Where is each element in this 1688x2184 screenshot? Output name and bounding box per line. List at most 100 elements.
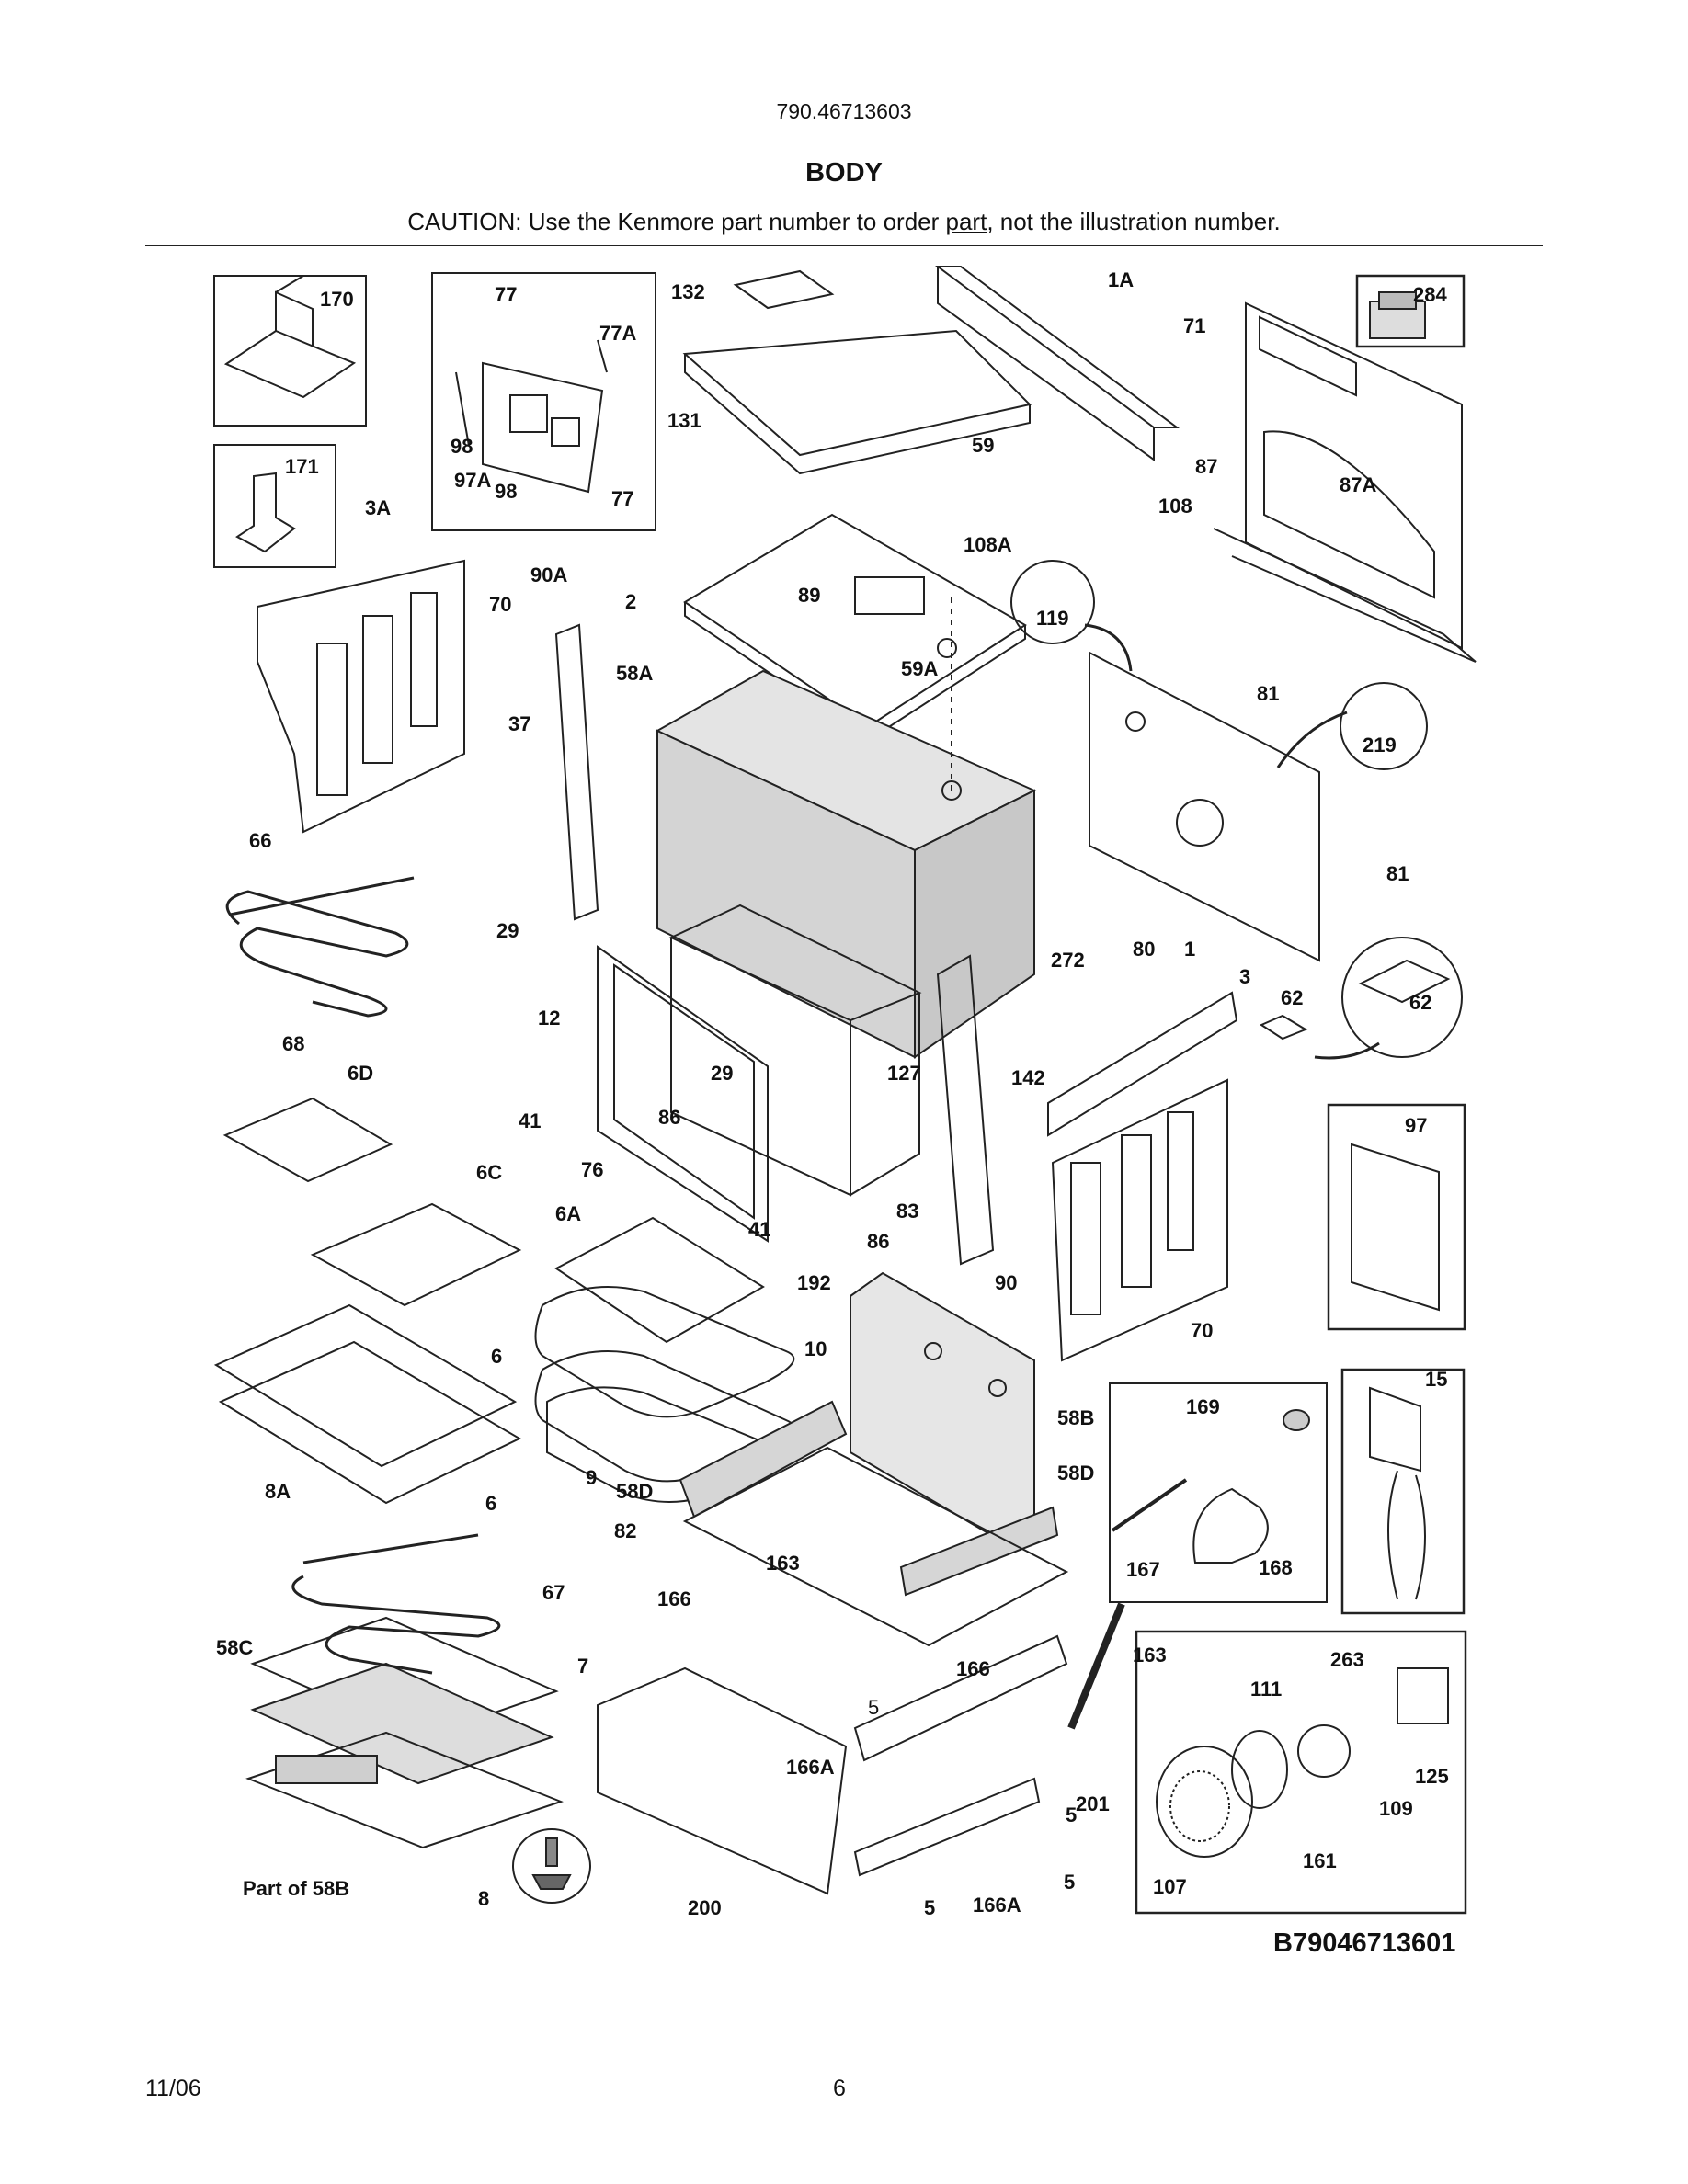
callout-label-167: 167 xyxy=(1126,1558,1160,1581)
callout-label-15: 15 xyxy=(1425,1368,1447,1391)
header-rule xyxy=(145,245,1543,246)
callout-label-163: 163 xyxy=(766,1552,800,1575)
callout-label-272: 272 xyxy=(1051,949,1085,972)
inset-box-284 xyxy=(1355,274,1466,348)
rear-wall-shape xyxy=(1213,301,1477,663)
callout-label-6: 6 xyxy=(491,1345,502,1368)
inset-box-fan xyxy=(1135,1630,1467,1915)
top-frame-shape xyxy=(682,269,1032,475)
rear-rail-shape xyxy=(934,266,1180,461)
callout-label-8a: 8A xyxy=(265,1480,291,1503)
callout-label-97a: 97A xyxy=(454,469,491,492)
callout-label-132: 132 xyxy=(671,280,705,303)
callout-label-169: 169 xyxy=(1186,1395,1220,1418)
callout-label-part-of-58b: Part of 58B xyxy=(243,1877,349,1900)
callout-label-86: 86 xyxy=(867,1230,889,1253)
oven-liner-shape xyxy=(655,597,1037,1059)
inset-box-97 xyxy=(1327,1103,1466,1331)
caution-note: CAUTION: Use the Kenmore part number to … xyxy=(0,208,1688,236)
footer-date: 11/06 xyxy=(145,2076,201,2101)
callout-label-3: 3 xyxy=(1239,965,1250,988)
callout-label-41: 41 xyxy=(748,1218,770,1241)
rear-heat-shield-shape xyxy=(1089,651,1320,962)
callout-label-166a: 166A xyxy=(973,1894,1021,1917)
callout-label-59: 59 xyxy=(972,434,994,457)
callout-label-29: 29 xyxy=(496,919,519,942)
sensor-119-circle xyxy=(1010,560,1095,644)
callout-label-68: 68 xyxy=(282,1032,304,1055)
control-board-shape xyxy=(455,339,608,494)
rack-6-shape xyxy=(213,1303,522,1505)
leveling-leg-shape xyxy=(512,1828,591,1904)
callout-label-166: 166 xyxy=(657,1587,691,1610)
bracket-170-shape xyxy=(223,275,357,399)
callout-label-71: 71 xyxy=(1183,314,1205,337)
model-number: 790.46713603 xyxy=(776,99,912,123)
arrow-219 xyxy=(1276,711,1348,768)
callout-label-98: 98 xyxy=(495,480,517,503)
drawing-code: B79046713601 xyxy=(1273,1928,1456,1958)
callout-label-8: 8 xyxy=(478,1887,489,1910)
arrow-119 xyxy=(1084,623,1133,672)
page-number: 6 xyxy=(833,2076,846,2101)
sensor-219-circle xyxy=(1340,682,1428,770)
bake-element-8a-shape xyxy=(291,1533,501,1675)
callout-label-9: 9 xyxy=(586,1466,597,1489)
callout-label-7: 7 xyxy=(577,1655,588,1678)
right-side-panel-shape xyxy=(1047,991,1238,1362)
callout-label-67: 67 xyxy=(542,1581,565,1604)
callout-label-58a: 58A xyxy=(616,662,653,685)
callout-label-90: 90 xyxy=(995,1271,1017,1294)
callout-label-70: 70 xyxy=(1191,1319,1213,1342)
callout-label-77: 77 xyxy=(611,487,633,510)
callout-label-219: 219 xyxy=(1363,734,1397,756)
callout-label-81: 81 xyxy=(1257,682,1279,705)
callout-label-125: 125 xyxy=(1415,1765,1449,1788)
callout-label-119: 119 xyxy=(1036,607,1069,630)
callout-label-90a: 90A xyxy=(530,563,567,586)
callout-label-3a: 3A xyxy=(365,496,391,519)
inset-box-15 xyxy=(1340,1368,1466,1615)
callout-label-86: 86 xyxy=(658,1106,680,1129)
callout-label-200: 200 xyxy=(688,1896,722,1919)
callout-label-58d: 58D xyxy=(1057,1462,1094,1484)
deflector-62-shape xyxy=(1259,937,1463,1058)
callout-label-83: 83 xyxy=(896,1200,918,1223)
caution-suffix: , not the illustration number. xyxy=(987,208,1281,235)
callout-label-87a: 87A xyxy=(1340,473,1376,496)
inset-box-171 xyxy=(213,444,336,568)
rack-6a-shape xyxy=(554,1216,765,1344)
strip-90a-shape xyxy=(554,623,599,921)
callout-label-5: 5 xyxy=(1064,1871,1075,1894)
transformer-284-shape xyxy=(1369,291,1426,339)
callout-label-87: 87 xyxy=(1195,455,1217,478)
fan-housing-shape xyxy=(1156,1667,1449,1858)
callout-label-58c: 58C xyxy=(216,1636,253,1659)
callout-label-12: 12 xyxy=(538,1007,560,1029)
callout-label-109: 109 xyxy=(1379,1797,1413,1820)
callout-label-192: 192 xyxy=(797,1271,831,1294)
pointer-sensor xyxy=(1067,1602,1125,1730)
callout-label-170: 170 xyxy=(320,288,354,311)
callout-label-263: 263 xyxy=(1330,1648,1364,1671)
callout-label-6d: 6D xyxy=(348,1062,373,1085)
callout-label-6c: 6C xyxy=(476,1161,502,1184)
callout-label-2: 2 xyxy=(625,590,636,613)
inset-box-170 xyxy=(213,275,367,427)
callout-label-80: 80 xyxy=(1133,938,1155,961)
left-side-panel-shape xyxy=(257,559,465,834)
callout-label-37: 37 xyxy=(508,712,530,735)
rack-6c-shape xyxy=(310,1202,522,1307)
callout-label-1: 1 xyxy=(1184,938,1195,961)
callout-label-98: 98 xyxy=(451,435,473,458)
callout-label-111: 111 xyxy=(1250,1678,1282,1701)
callout-label-163: 163 xyxy=(1133,1644,1167,1666)
callout-label-58b: 58B xyxy=(1057,1406,1094,1429)
inset-box-sensor xyxy=(1109,1382,1328,1603)
callout-label-41: 41 xyxy=(519,1109,541,1132)
callout-label-29: 29 xyxy=(711,1062,733,1085)
callout-label-5: 5 xyxy=(924,1896,935,1919)
callout-label-108: 108 xyxy=(1158,495,1192,518)
callout-label-284: 284 xyxy=(1413,283,1447,306)
